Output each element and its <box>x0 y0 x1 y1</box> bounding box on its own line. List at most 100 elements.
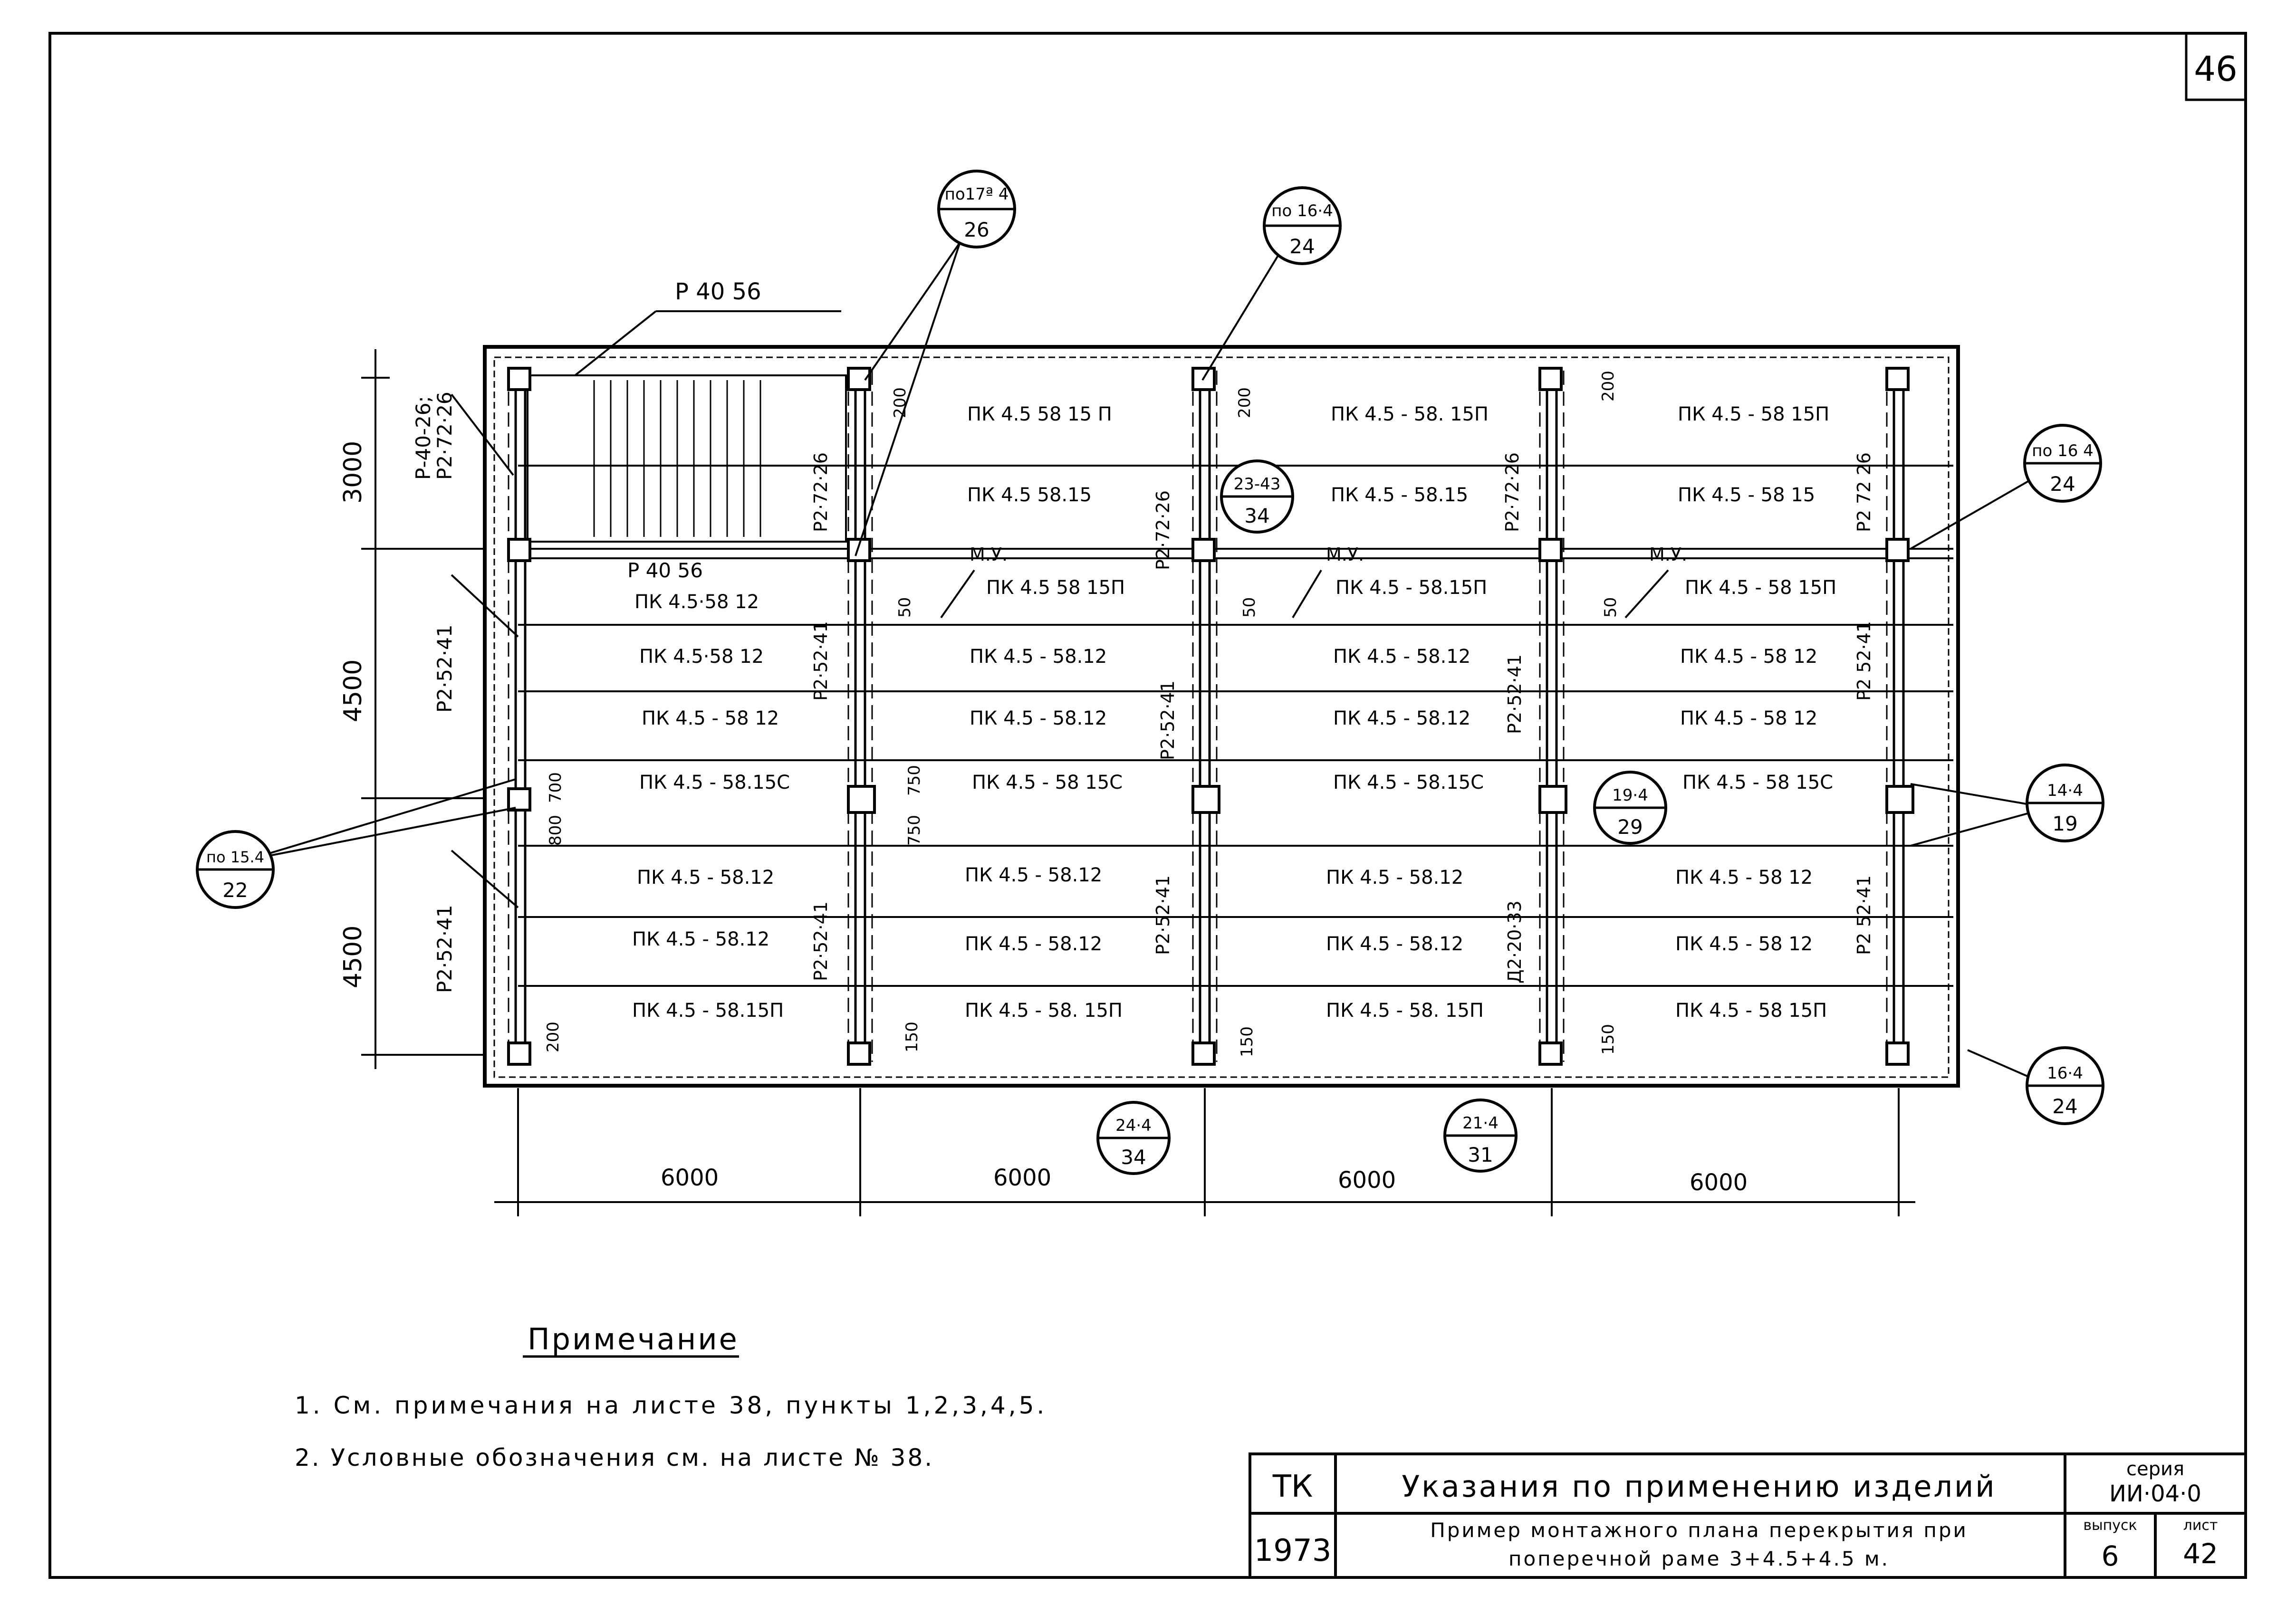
dim-bottom-3: 6000 <box>1338 1167 1396 1194</box>
frame-lines <box>514 368 1905 1064</box>
callout-top: 23-43 <box>1234 475 1281 494</box>
col-label-1b: Р2·52·41 <box>810 621 831 701</box>
slab-label: ПК 4.5 - 58.15С <box>639 772 790 793</box>
col-label-3c: Д2·20·33 <box>1504 900 1525 984</box>
slab-label: ПК 4.5 - 58.12 <box>970 646 1107 668</box>
floor-plan <box>483 345 1960 1088</box>
slab-label: ПК 4.5 - 58 15П <box>1685 577 1836 599</box>
tb-title: Указания по применению изделий <box>1402 1469 1996 1504</box>
dim-50-c: 50 <box>1601 597 1620 618</box>
corner-number-box <box>2185 32 2247 101</box>
tb-subtitle-1: Пример монтажного плана перекрытия при <box>1430 1519 1968 1542</box>
bottom-dimension-lines <box>494 1088 1915 1216</box>
tb-sheet-label: лист <box>2183 1517 2218 1534</box>
dim-750-b: 750 <box>905 815 924 846</box>
slab-label: ПК 4.5 - 58.15П <box>632 1000 784 1022</box>
dim-50-b: 50 <box>1240 597 1259 618</box>
col-label-4b: Р2 52·41 <box>1854 621 1874 701</box>
callout-top: 24·4 <box>1115 1116 1152 1135</box>
slab-label: ПК 4.5 - 58.12 <box>1326 867 1463 888</box>
callout-top: по 16·4 <box>1271 201 1333 220</box>
dim-200-c: 200 <box>1599 371 1618 401</box>
callout-bottom: 19 <box>2052 812 2077 835</box>
callout-top: 16·4 <box>2047 1064 2083 1083</box>
col-label-1c: Р2·52·41 <box>810 901 831 981</box>
callout-top: 14·4 <box>2047 781 2083 800</box>
dim-200-d: 200 <box>544 1022 563 1052</box>
slab-label: ПК 4.5 - 58 12 <box>1675 933 1813 955</box>
dim-bottom-1: 6000 <box>661 1165 719 1191</box>
callout-bottom: 24 <box>2052 1095 2077 1118</box>
slab-label: ПК 4.5 - 58 12 <box>642 707 779 729</box>
slab-label: ПК 4.5 - 58. 15П <box>1331 403 1489 425</box>
tb-subtitle-2: поперечной раме 3+4.5+4.5 м. <box>1508 1547 1890 1570</box>
callout-bottom: 24 <box>1289 235 1315 258</box>
left-beam-label-3: Р2·52·41 <box>433 624 456 713</box>
col-label-2c: Р2·52·41 <box>1153 875 1173 955</box>
tb-issue-value: 6 <box>2102 1540 2119 1572</box>
dim-800: 800 <box>546 815 565 846</box>
dim-bottom-4: 6000 <box>1690 1169 1748 1196</box>
slab-label: ПК 4.5 - 58.15 <box>1331 484 1468 506</box>
callout-bottom: 31 <box>1468 1143 1493 1166</box>
slab-label: ПК 4.5 58 15 П <box>967 403 1112 425</box>
slab-label: ПК 4.5 - 58.12 <box>1333 707 1470 729</box>
dim-50-a: 50 <box>895 597 914 618</box>
callout-top: по 15.4 <box>206 848 264 866</box>
slab-label: ПК 4.5 - 58 15П <box>1678 403 1829 425</box>
tb-year: 1973 <box>1254 1533 1332 1568</box>
left-beam-label-2: Р2·72·26 <box>433 392 456 480</box>
slab-label: ПК 4.5 - 58.12 <box>970 707 1107 729</box>
slab-label: ПК 4.5 - 58.12 <box>1333 646 1470 668</box>
columns <box>507 367 1914 1066</box>
dim-left-3: 4500 <box>339 926 367 988</box>
col-label-2b: Р2·52·41 <box>1157 680 1178 760</box>
callout-dividers <box>197 208 2103 1139</box>
corner-number: 46 <box>2194 49 2238 89</box>
callout-top: 21·4 <box>1462 1114 1499 1133</box>
slab-label: ПК 4.5 - 58 15П <box>1675 1000 1827 1022</box>
slab-label: ПК 4.5 - 58 15С <box>972 772 1123 793</box>
note-item-2: 2. Условные обозначения см. на листе № 3… <box>295 1444 934 1471</box>
slab-label: ПК 4.5 58 15П <box>986 577 1125 599</box>
left-dimension-lines <box>361 349 485 1069</box>
left-beam-label-1: Р-40-26; <box>412 396 435 480</box>
sheet-frame <box>48 32 2247 1579</box>
slab-label: ПК 4.5 - 58.12 <box>637 867 774 888</box>
dim-750-a: 750 <box>905 765 924 796</box>
dim-200-a: 200 <box>891 387 910 418</box>
col-label-1a: Р2·72·26 <box>810 452 831 532</box>
dim-150-c: 150 <box>1599 1024 1618 1055</box>
callout-bottom: 29 <box>1617 815 1643 839</box>
callout-top: 19·4 <box>1612 786 1648 805</box>
my-label-1: М.У. <box>970 544 1008 565</box>
dim-left-2: 4500 <box>339 659 367 722</box>
plan-outline <box>483 345 1960 1088</box>
dim-150-b: 150 <box>1238 1026 1257 1057</box>
slab-label: ПК 4.5 58.15 <box>967 484 1092 506</box>
plan-inner-outline <box>493 356 1950 1078</box>
tb-series-label: серия <box>2126 1458 2184 1480</box>
col-label-4a: Р2 72 26 <box>1854 452 1874 532</box>
stair-beam-label: Р 40 56 <box>627 559 703 582</box>
callout-top: по 16 4 <box>2032 441 2094 460</box>
slab-label: ПК 4.5 - 58 15 <box>1678 484 1815 506</box>
my-label-3: М.У. <box>1649 544 1687 565</box>
dim-150-a: 150 <box>903 1022 922 1052</box>
slab-label: ПК 4.5 - 58.12 <box>1326 933 1463 955</box>
slab-label: ПК 4.5 - 58. 15П <box>1326 1000 1484 1022</box>
notes-title: Примечание <box>528 1322 739 1357</box>
slab-label: ПК 4.5 - 58.12 <box>965 864 1102 886</box>
slab-label: ПК 4.5·58 12 <box>634 591 759 613</box>
tb-sheet-value: 42 <box>2183 1538 2218 1570</box>
callout-bottom: 26 <box>964 218 989 241</box>
slab-label: ПК 4.5 - 58 12 <box>1680 646 1817 668</box>
title-block-lines <box>1249 1452 2247 1579</box>
note-item-1: 1. См. примечания на листе 38, пункты 1,… <box>295 1392 1047 1419</box>
my-label-2: М.У. <box>1326 544 1364 565</box>
slab-label: ПК 4.5 - 58 12 <box>1675 867 1813 888</box>
slab-joints <box>518 465 1953 987</box>
